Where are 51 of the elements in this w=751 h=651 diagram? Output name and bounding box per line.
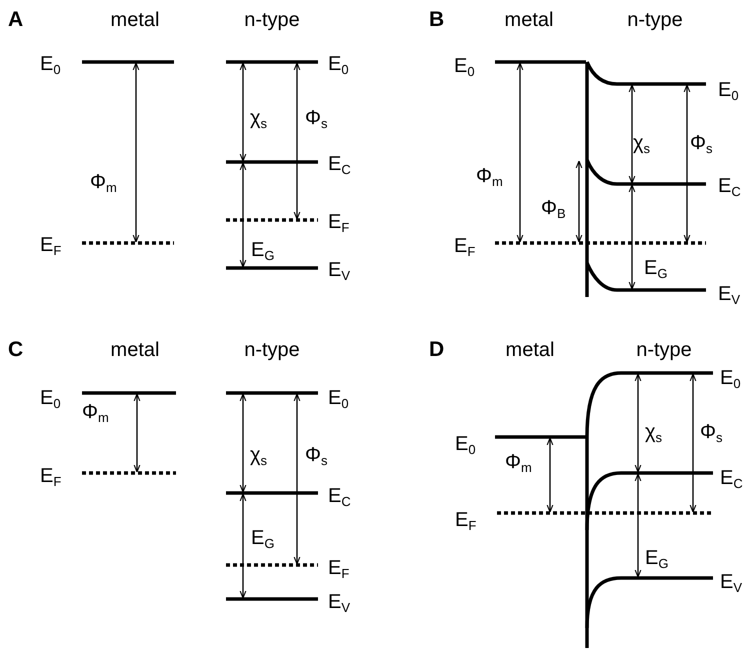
energy-symbol: E$_{C}$ xyxy=(328,153,351,175)
energy-symbol: E$_{0}$ xyxy=(455,433,476,455)
energy-symbol: E$_{G}$ xyxy=(251,239,274,261)
column-heading: metal xyxy=(504,9,554,31)
energy-symbol: E$_{C}$ xyxy=(328,485,351,507)
column-heading: metal xyxy=(506,339,554,361)
energy-symbol: Φ$_{s}$ xyxy=(305,444,328,466)
energy-symbol: Φ$_{m}$ xyxy=(476,165,503,187)
energy-symbol: E$_{F}$ xyxy=(40,234,62,256)
energy-symbol: E$_{F}$ xyxy=(328,211,350,233)
energy-symbol: E$_{0}$ xyxy=(720,367,741,389)
panel-letter: D xyxy=(429,339,444,361)
energy-symbol: Φ$_{m}$ xyxy=(505,451,532,473)
energy-symbol: E$_{G}$ xyxy=(645,547,668,569)
energy-symbol: E$_{V}$ xyxy=(328,259,350,281)
column-heading: n-type xyxy=(636,339,692,361)
energy-symbol: E$_{F}$ xyxy=(40,465,62,487)
energy-symbol: Φ$_{s}$ xyxy=(690,132,712,154)
energy-symbol: E$_{0}$ xyxy=(40,53,61,75)
energy-symbol: E$_{F}$ xyxy=(454,235,476,257)
panel-letter: C xyxy=(8,339,24,361)
energy-symbol: E$_{0}$ xyxy=(328,387,349,409)
energy-symbol: χ$_{s}$ xyxy=(250,107,267,129)
column-heading: metal xyxy=(110,9,160,31)
energy-symbol: E$_{C}$ xyxy=(718,175,741,197)
energy-symbol: E$_{0}$ xyxy=(328,53,349,75)
energy-symbol: χ$_{s}$ xyxy=(250,444,267,466)
column-heading: n-type xyxy=(244,9,300,31)
energy-symbol: E$_{C}$ xyxy=(720,467,743,489)
energy-symbol: Φ$_{B}$ xyxy=(541,197,566,219)
energy-symbol: E$_{F}$ xyxy=(328,557,350,579)
energy-symbol: Φ$_{s}$ xyxy=(305,107,328,129)
column-heading: n-type xyxy=(244,339,300,361)
energy-symbol: E$_{V}$ xyxy=(718,283,740,305)
energy-symbol: E$_{0}$ xyxy=(454,55,475,77)
energy-symbol: Φ$_{m}$ xyxy=(82,401,109,423)
energy-symbol: E$_{G}$ xyxy=(644,257,668,279)
energy-symbol: E$_{F}$ xyxy=(455,509,476,531)
energy-symbol: E$_{V}$ xyxy=(720,571,742,593)
energy-symbol: χ$_{s}$ xyxy=(633,132,650,154)
energy-symbol: E$_{G}$ xyxy=(251,527,274,549)
energy-symbol: Φ$_{s}$ xyxy=(700,421,722,443)
energy-symbol: Φ$_{m}$ xyxy=(90,171,117,193)
energy-symbol: E$_{V}$ xyxy=(328,591,350,613)
panel-letter: A xyxy=(8,9,24,31)
energy-symbol: E$_{0}$ xyxy=(40,387,61,409)
panel-letter: B xyxy=(429,9,444,31)
energy-symbol: χ$_{s}$ xyxy=(645,421,662,443)
energy-symbol: E$_{0}$ xyxy=(718,79,739,101)
column-heading: metal xyxy=(110,339,160,361)
column-heading: n-type xyxy=(627,9,683,31)
